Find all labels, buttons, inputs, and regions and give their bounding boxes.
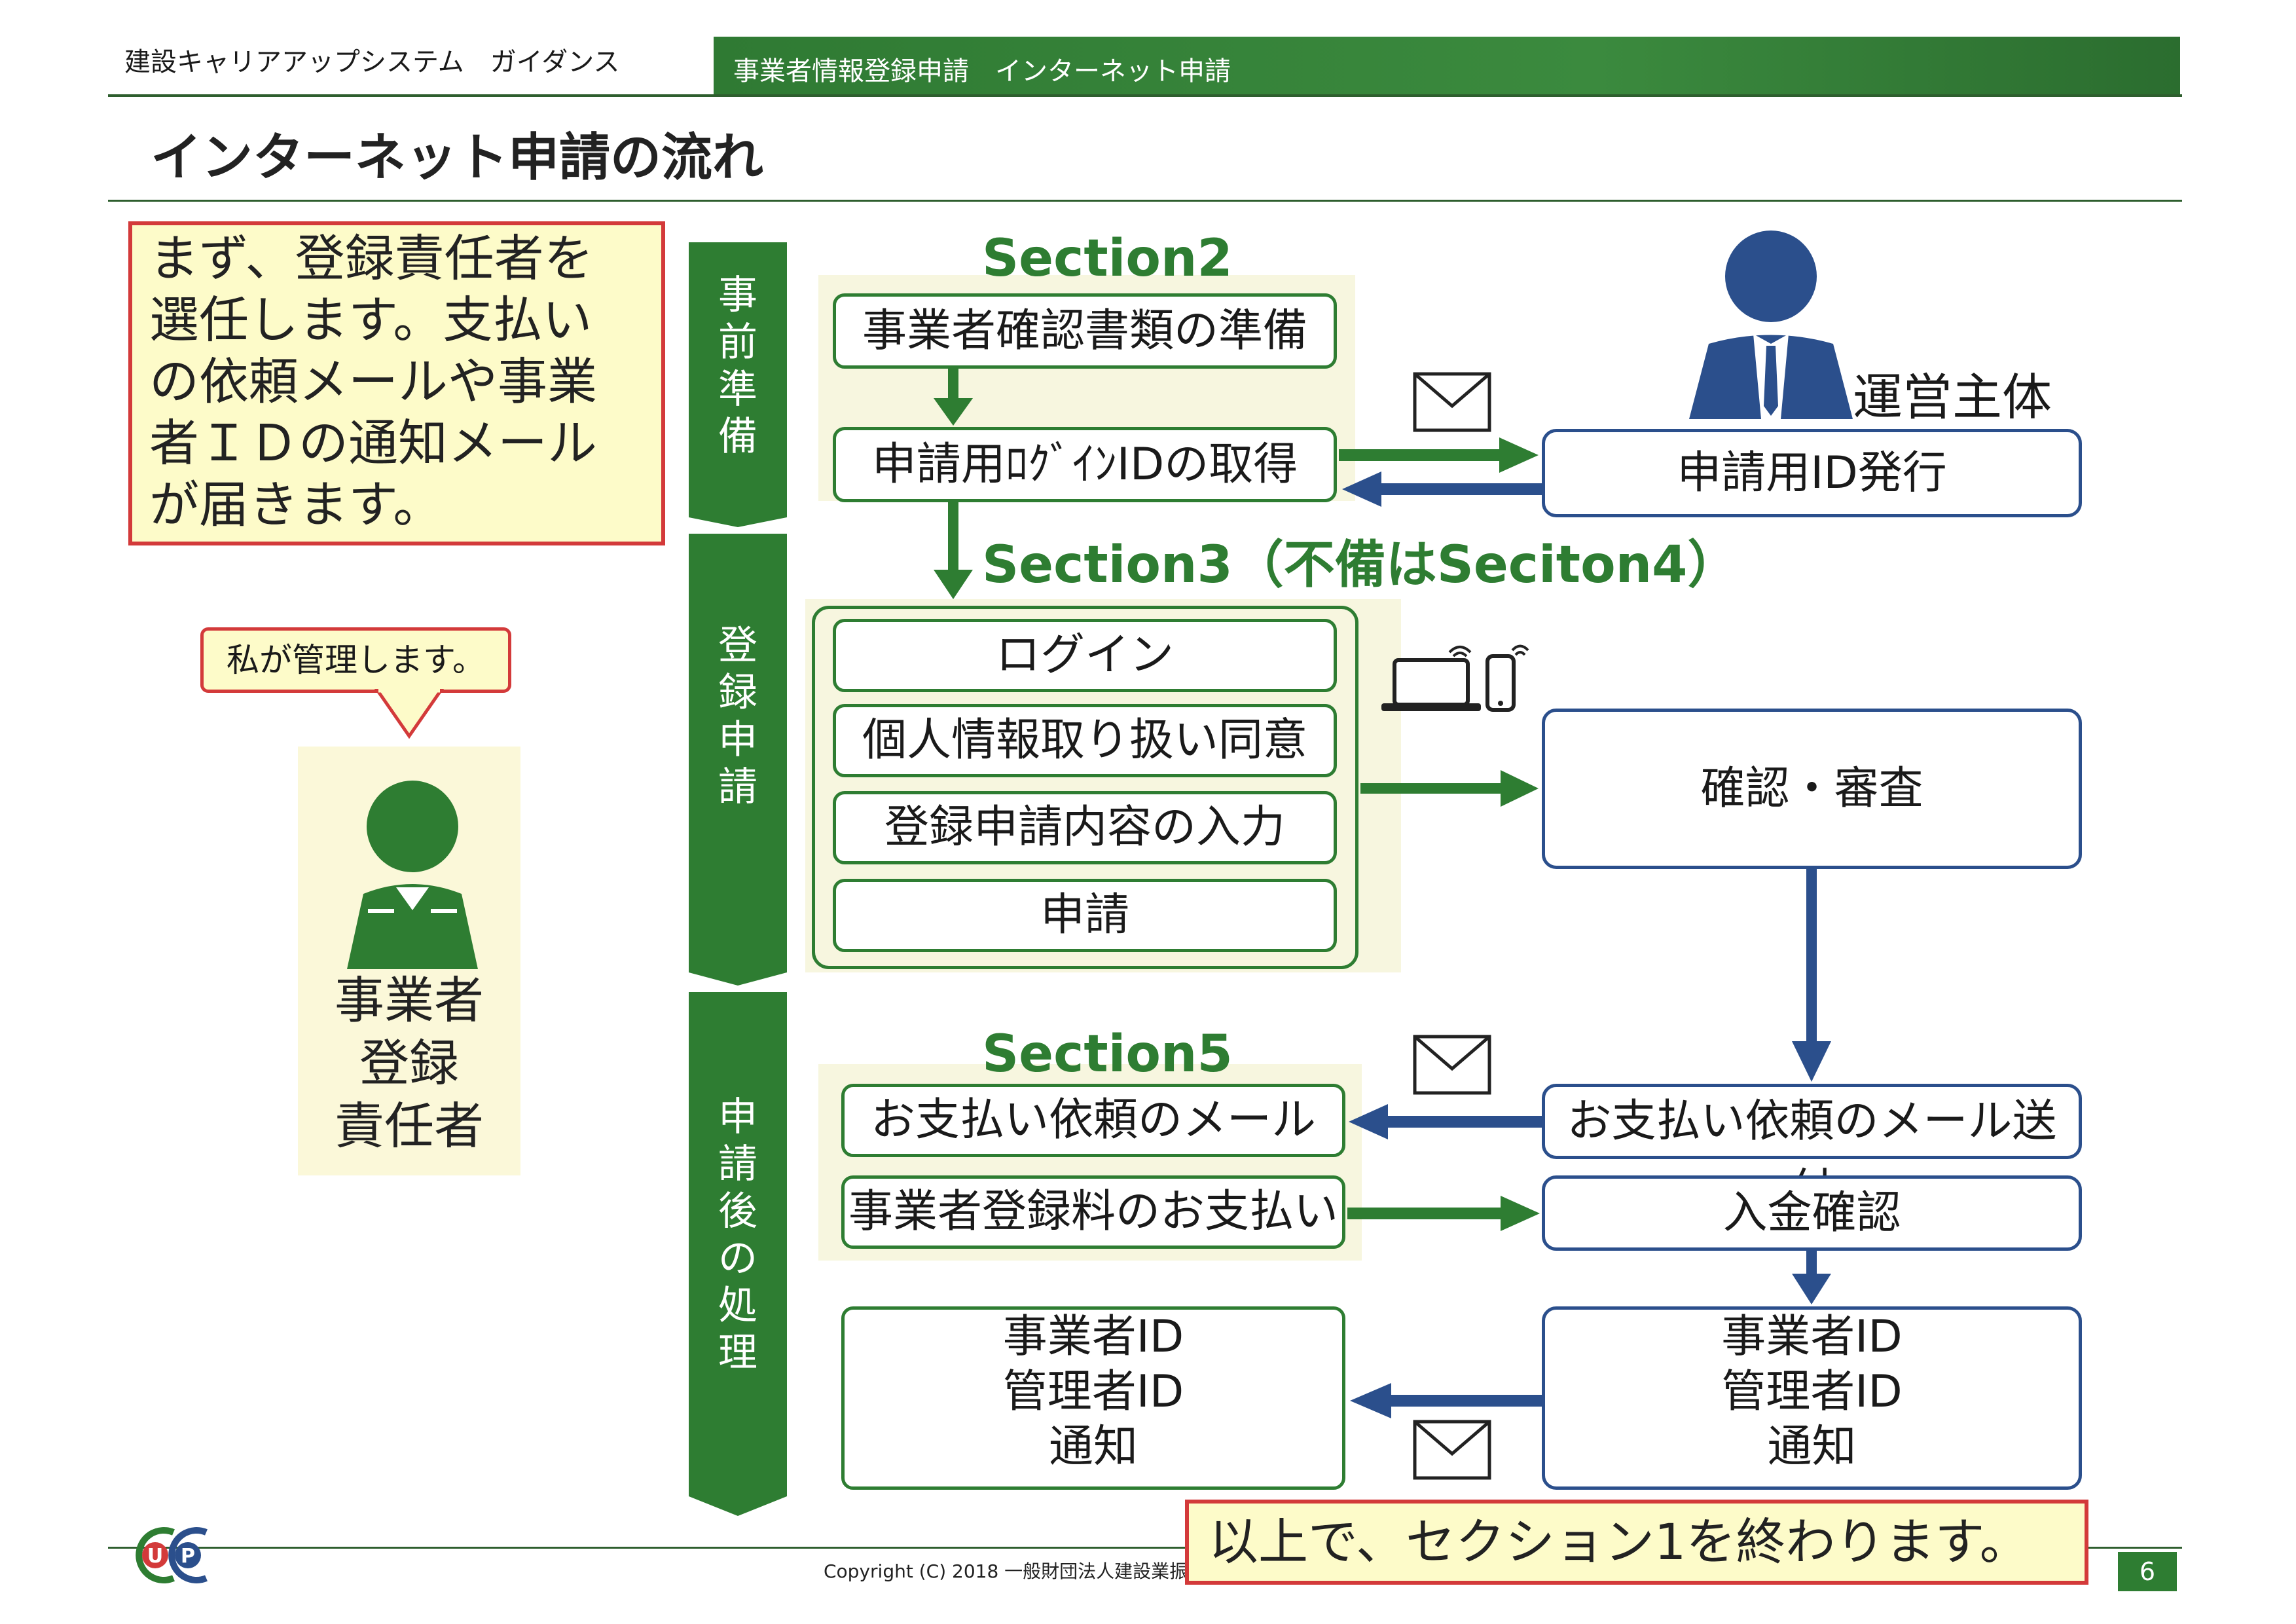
operator-label: 運営主体 [1853, 368, 2052, 426]
step-login-id: 申請用ﾛｸﾞｲﾝIDの取得 [833, 427, 1337, 502]
person-label-line1: 事業者 [335, 971, 484, 1029]
person-label: 事業者 登録 責任者 [298, 969, 520, 1158]
phase-after-label: 申 請 後 の 処 理 [718, 1094, 757, 1376]
section3-title: Section3（不備はSeciton4） [982, 536, 1739, 595]
arrow-section3-to-review [1360, 770, 1539, 807]
operator-send-mail: お支払い依頼のメール送付 [1542, 1084, 2082, 1216]
copyright: Copyright (C) 2018 一般財団法人建設業振興 [824, 1560, 1207, 1582]
page-number: 6 [2118, 1552, 2177, 1591]
header-bar: 事業者情報登録申請 インターネット申請 [714, 37, 2180, 97]
arrow-operator-to-login-id [1342, 471, 1542, 507]
logo-letter-u: U [147, 1545, 163, 1568]
speech-bubble-tail [374, 689, 445, 739]
operator-person-icon [1689, 231, 1853, 419]
person-label-line3: 責任者 [335, 1097, 484, 1155]
speech-bubble: 私が管理します。 [200, 627, 511, 693]
arrow-confirm-to-notify [1792, 1251, 1831, 1304]
header-divider [108, 94, 2182, 97]
person-label-line2: 登録 [359, 1034, 459, 1092]
logo-letter-p: P [181, 1545, 195, 1568]
arrow-notify-to-left [1350, 1383, 1542, 1418]
registrant-person-icon [347, 781, 478, 969]
cpuc-logo: U P [136, 1527, 208, 1583]
mail-icon-issue [1413, 372, 1491, 432]
mail-icon-payment [1413, 1035, 1491, 1095]
operator-issue-id: 申請用ID発行 [1542, 429, 2082, 517]
notify-left-line1: 事業者ID [1002, 1311, 1184, 1363]
section5-title: Section5 [982, 1025, 1233, 1084]
arrow-pay-fee-to-confirm [1347, 1196, 1540, 1231]
section3-group [812, 606, 1358, 969]
end-note: 以上で、セクション1を終わります。 [1185, 1500, 2088, 1585]
mail-icon-notify [1413, 1420, 1491, 1480]
operator-confirm-payment: 入金確認 [1542, 1175, 2082, 1251]
laptop-phone-icon [1381, 644, 1529, 712]
header-right-title: 事業者情報登録申請 インターネット申請 [733, 56, 1231, 86]
operator-notify: 事業者ID 管理者ID 通知 [1542, 1306, 2082, 1490]
arrow-login-id-to-operator [1339, 437, 1539, 473]
step-input: 登録申請内容の入力 [833, 791, 1337, 864]
arrow-docs-to-login-id [934, 369, 973, 426]
phase-arrows [689, 242, 787, 1516]
arrow-login-id-to-section3 [934, 502, 973, 599]
section2-title: Section2 [982, 229, 1233, 288]
notify-right-line3: 通知 [1767, 1421, 1857, 1473]
notify-right-line2: 管理者ID [1721, 1366, 1903, 1418]
step-pay-mail: お支払い依頼のメール [841, 1084, 1345, 1157]
phase-apply-label: 登 録 申 請 [718, 623, 757, 810]
header-left-title: 建設キャリアアップシステム ガイダンス [124, 47, 620, 77]
arrow-review-to-send-mail [1792, 869, 1831, 1082]
title-divider [108, 200, 2182, 202]
notify-left-line3: 通知 [1048, 1421, 1138, 1473]
operator-review: 確認・審査 [1542, 709, 2082, 869]
arrow-send-mail-to-pay-mail [1349, 1104, 1542, 1139]
footer-divider [108, 1547, 2182, 1549]
step-login: ログイン [833, 619, 1337, 692]
step-docs: 事業者確認書類の準備 [833, 293, 1337, 369]
intro-note-text: まず、登録責任者を 選任します。支払い の依頼メールや事業 者ＩＤの通知メール … [149, 229, 597, 534]
intro-note: まず、登録責任者を 選任します。支払い の依頼メールや事業 者ＩＤの通知メール … [128, 221, 665, 545]
step-pay-fee: 事業者登録料のお支払い [841, 1175, 1345, 1249]
phase-prep-label: 事 前 準 備 [718, 272, 757, 460]
step-notify-left: 事業者ID 管理者ID 通知 [841, 1306, 1345, 1490]
notify-left-line2: 管理者ID [1002, 1366, 1184, 1418]
page-title: インターネット申請の流れ [151, 128, 764, 187]
notify-right-line1: 事業者ID [1721, 1311, 1903, 1363]
step-apply: 申請 [833, 879, 1337, 952]
step-consent: 個人情報取り扱い同意 [833, 704, 1337, 777]
